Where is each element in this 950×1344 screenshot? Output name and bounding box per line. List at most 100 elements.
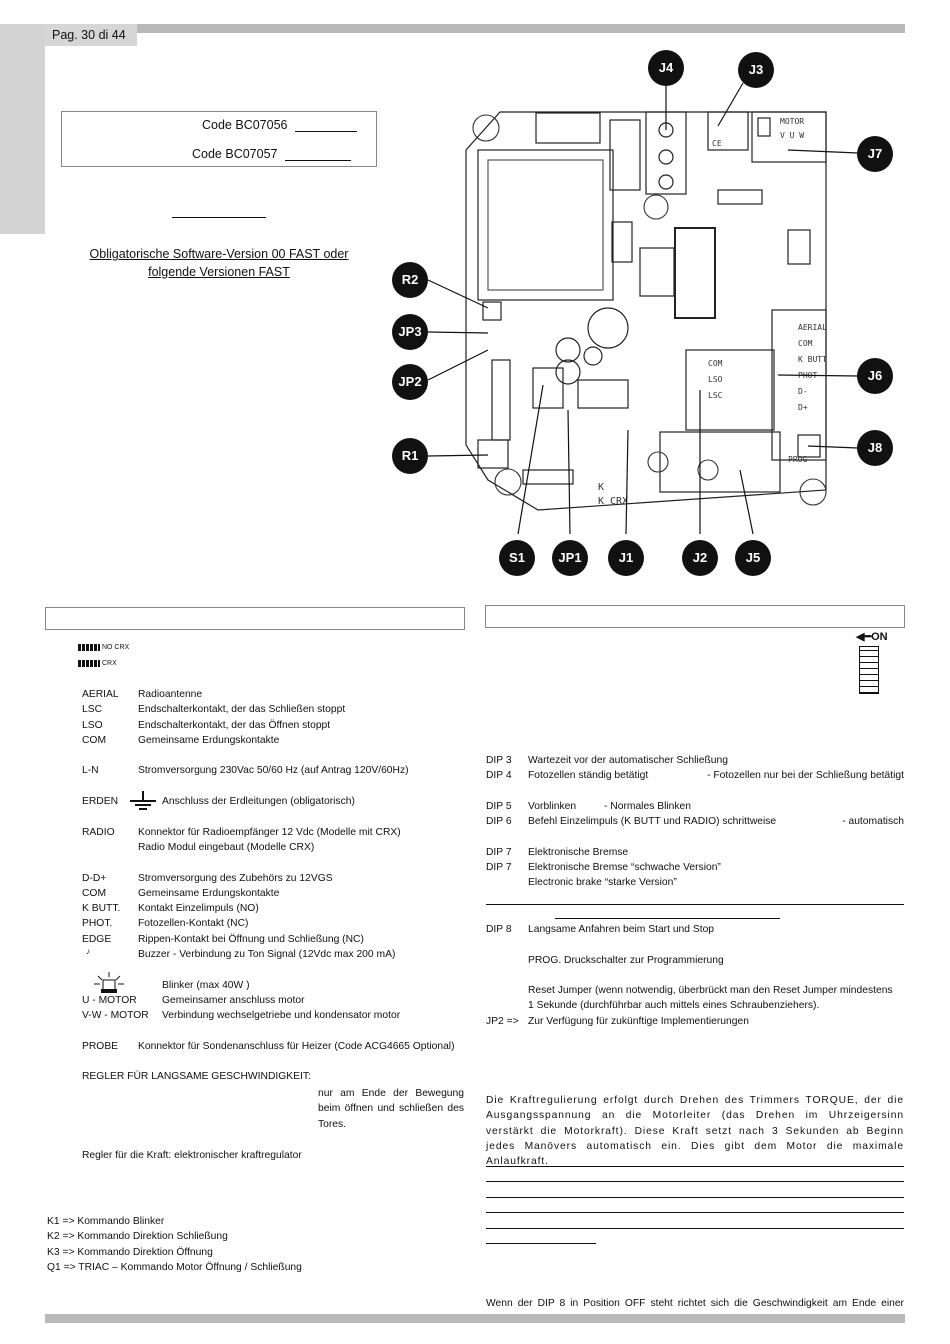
- arrow-left-icon: ◀━: [856, 631, 872, 643]
- row-desc: Radioantenne: [138, 689, 203, 700]
- dip-switch-icon: [859, 646, 879, 694]
- buzzer-icon: ♪: [86, 947, 90, 957]
- board-label-vuw: V U W: [780, 131, 804, 140]
- row-key: LSO: [82, 719, 103, 731]
- dip-desc: Electronic brake “starke Version”: [528, 877, 677, 889]
- r2-jumper: [482, 301, 502, 321]
- on-indicator: ◀━ON: [856, 630, 902, 644]
- board-label-lso: LSO: [708, 375, 723, 384]
- capacitor: [587, 307, 629, 349]
- row-key: LSC: [82, 704, 103, 716]
- on-label: ON: [871, 631, 888, 643]
- row-desc: Anschluss der Erdleitungen (obligatorisc…: [162, 796, 355, 808]
- row-key: PHOT.: [82, 918, 113, 930]
- code-1-blank: [294, 118, 357, 132]
- page-number: Pag. 30 di 44: [45, 24, 137, 46]
- reset-desc-2: 1 Sekunde (durchführbar auch mittels ein…: [528, 1000, 820, 1012]
- dip-desc: Elektronische Bremse: [528, 846, 629, 858]
- legend-no-crx-label: NO CRX: [101, 644, 130, 651]
- badge-j6: J6: [857, 358, 893, 394]
- badge-j3: J3: [738, 52, 774, 88]
- row-desc: Verbindung wechselgetriebe und kondensat…: [162, 1010, 401, 1022]
- badge-j2: J2: [682, 540, 718, 576]
- board-label-side-1: COM: [798, 339, 813, 348]
- dip-key: DIP 7: [486, 846, 512, 858]
- title-rule: [172, 217, 266, 218]
- terminal-j2: [685, 349, 775, 431]
- relay-k2: [674, 227, 716, 319]
- bottom-line: Wenn der DIP 8 in Position OFF steht ric…: [486, 1298, 904, 1309]
- dip-desc: Befehl Einzelimpuls (K BUTT und RADIO) s…: [528, 816, 777, 828]
- rule: [486, 1228, 904, 1229]
- regler-desc-3: Tores.: [318, 1118, 347, 1130]
- rule: [555, 918, 780, 919]
- legend-crx: CRX: [78, 659, 129, 669]
- row-key: COM: [82, 734, 107, 746]
- k-list: K1 => Kommando Blinker K2 => Kommando Di…: [47, 1214, 302, 1275]
- regler-desc: nur am Ende der Bewegung beim öffnen und…: [318, 1086, 464, 1132]
- row-desc: Konnektor für Sondenanschluss für Heizer…: [138, 1040, 455, 1052]
- row-key: V-W - MOTOR: [82, 1010, 149, 1022]
- rule: [486, 1212, 904, 1213]
- row-desc: Endschalterkontakt, der das Öffnen stopp…: [138, 719, 331, 731]
- chip-j1: [577, 379, 629, 409]
- k-item: K3 => Kommando Direktion Öffnung: [47, 1246, 213, 1258]
- row-desc: Blinker (max 40W ): [162, 979, 250, 991]
- badge-r2: R2: [392, 262, 428, 298]
- board-label-side-2: K BUTT: [798, 355, 827, 364]
- board-outline: [465, 111, 827, 511]
- terminal-j5: [659, 431, 781, 493]
- code-2-blank: [284, 147, 351, 161]
- relay-k1: [639, 247, 675, 297]
- flashing-light-icon: [94, 971, 124, 993]
- board-label-kcrx: K CRX: [598, 496, 628, 507]
- row-desc: Endschalterkontakt, der das Schließen st…: [138, 704, 346, 716]
- row-key: PROBE: [82, 1040, 119, 1052]
- jp2-desc: Zur Verfügung für zukünftige Implementie…: [528, 1015, 749, 1027]
- board-label-side-0: AERIAL: [798, 323, 827, 332]
- row-desc: Konnektor für Radioempfänger 12 Vdc (Mod…: [138, 826, 401, 838]
- legend-crx-label: CRX: [101, 660, 117, 667]
- bottom-bar: [45, 1314, 905, 1323]
- dip-switch-graphic: ◀━ON: [856, 630, 902, 694]
- software-line-2: folgende Versionen FAST: [148, 265, 290, 279]
- transformer: [477, 149, 614, 301]
- board-label-side-4: D-: [798, 387, 808, 396]
- dip-switches: [491, 359, 511, 441]
- section-box-left: [45, 607, 465, 630]
- row-key: RADIO: [82, 826, 115, 838]
- badge-s1: S1: [499, 540, 535, 576]
- badge-jp1: JP1: [552, 540, 588, 576]
- dip-key: DIP 7: [486, 862, 512, 874]
- side-tab: [0, 24, 45, 234]
- row-key: D-D+: [82, 872, 107, 884]
- dip-desc: Langsame Anfahren beim Start und Stop: [528, 924, 715, 935]
- row-key: K BUTT.: [82, 903, 121, 915]
- circuit-board-diagram: MOTOR V U W CE COM LSO LSC K K CRX PROG …: [427, 82, 859, 535]
- dip-key: DIP 6: [486, 816, 512, 828]
- terminal-j7: [751, 111, 827, 163]
- row-key: L-N: [82, 765, 99, 777]
- row-desc: Buzzer - Verbindung zu Ton Signal (12Vdc…: [138, 949, 396, 961]
- row-desc: Rippen-Kontakt bei Öffnung und Schließun…: [138, 933, 364, 945]
- ground-icon: [130, 791, 156, 811]
- dip-desc: Fotozellen ständig betätigt: [528, 770, 649, 782]
- row-desc: Stromversorgung 230Vac 50/60 Hz (auf Ant…: [138, 765, 409, 777]
- badge-j4: J4: [648, 50, 684, 86]
- row-desc: Radio Modul eingebaut (Modelle CRX): [138, 841, 315, 853]
- row-key: COM: [82, 887, 107, 899]
- software-line-1: Obligatorische Software-Version 00 FAST …: [89, 247, 349, 261]
- dip-icon: [78, 643, 100, 651]
- rule: [486, 1243, 596, 1244]
- dip-desc: Elektronische Bremse “schwache Version”: [528, 862, 721, 874]
- badge-jp3: JP3: [392, 314, 428, 350]
- regler-kraft: Regler für die Kraft: elektronischer kra…: [82, 1150, 302, 1161]
- row-desc: Kontakt Einzelimpuls (NO): [138, 903, 259, 915]
- rule: [486, 1181, 904, 1182]
- dip-key: DIP 4: [486, 770, 512, 782]
- board-label-motor: MOTOR: [780, 117, 804, 126]
- k-item: Q1 => TRIAC – Kommando Motor Öffnung / S…: [47, 1261, 302, 1273]
